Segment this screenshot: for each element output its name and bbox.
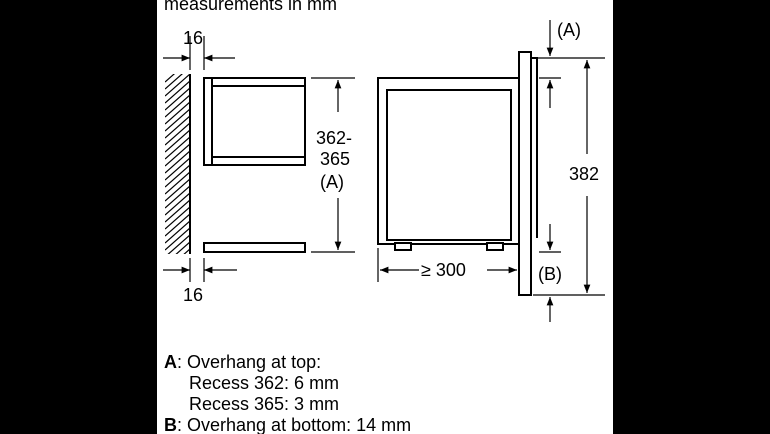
hatch-line bbox=[175, 241, 190, 254]
hatch-line bbox=[165, 263, 190, 285]
cabinet-height-label-2: 365 bbox=[320, 149, 351, 169]
wall-hatching bbox=[165, 74, 191, 285]
hatch-line bbox=[165, 122, 190, 146]
diagram-drawing bbox=[163, 20, 605, 322]
hatch-line bbox=[165, 74, 175, 83]
hatch-line bbox=[165, 74, 183, 90]
cabinet-height-label-1: 362- bbox=[316, 128, 353, 148]
cabinet-side-view bbox=[203, 77, 306, 253]
legend-a-letter: A bbox=[164, 352, 177, 372]
hatch-line bbox=[165, 87, 190, 111]
depth-dimension bbox=[377, 248, 520, 282]
cabinet-height-ref-label: (A) bbox=[320, 172, 344, 192]
legend-a-heading: A: Overhang at top: bbox=[164, 352, 321, 373]
hatch-line bbox=[165, 143, 190, 167]
hatch-line bbox=[165, 157, 190, 181]
hatch-line bbox=[165, 80, 190, 104]
hatch-line bbox=[165, 178, 190, 202]
header-text: measurements in mm bbox=[164, 0, 338, 14]
overhang-dimensions bbox=[533, 20, 605, 322]
appliance-outline bbox=[377, 51, 538, 296]
hatch-line bbox=[165, 199, 190, 223]
hatch-line bbox=[167, 234, 190, 254]
hatch-line bbox=[165, 101, 190, 125]
hatch-line bbox=[165, 129, 190, 153]
installation-diagram-panel: measurements in mm bbox=[157, 0, 613, 434]
hatch-line bbox=[165, 171, 190, 195]
wall-gap-dimension bbox=[163, 36, 237, 282]
hatch-line bbox=[165, 206, 190, 230]
depth-label: ≥ 300 bbox=[421, 260, 466, 280]
mark-top-label: (A) bbox=[557, 20, 581, 40]
legend-a-title: : Overhang at top: bbox=[177, 352, 322, 372]
hatch-line bbox=[165, 220, 190, 244]
total-height-label: 382 bbox=[569, 164, 600, 184]
legend-b-title: : Overhang at bottom: 14 mm bbox=[177, 415, 412, 434]
hatch-line bbox=[165, 256, 190, 278]
mark-bottom-label: (B) bbox=[538, 264, 562, 284]
hatch-line bbox=[165, 213, 190, 237]
hatch-line bbox=[165, 192, 190, 216]
legend-b-heading: B: Overhang at bottom: 14 mm bbox=[164, 415, 411, 434]
wall-gap-bottom-label: 16 bbox=[183, 285, 204, 305]
hatch-line bbox=[183, 248, 190, 254]
hatch-line bbox=[165, 115, 190, 139]
hatch-line bbox=[165, 136, 190, 160]
hatch-line bbox=[165, 227, 190, 251]
hatch-line bbox=[165, 94, 190, 118]
hatch-line bbox=[165, 150, 190, 174]
hatch-line bbox=[165, 108, 190, 132]
wall-gap-top-label: 16 bbox=[183, 28, 204, 48]
cabinet-height-dimension bbox=[311, 77, 355, 253]
hatch-line bbox=[165, 164, 190, 188]
hatch-line bbox=[165, 74, 190, 97]
legend-b-letter: B bbox=[164, 415, 177, 434]
legend-a-line2: Recess 365: 3 mm bbox=[189, 394, 340, 414]
hatch-line bbox=[165, 185, 190, 209]
legend-a-line1: Recess 362: 6 mm bbox=[189, 373, 340, 393]
